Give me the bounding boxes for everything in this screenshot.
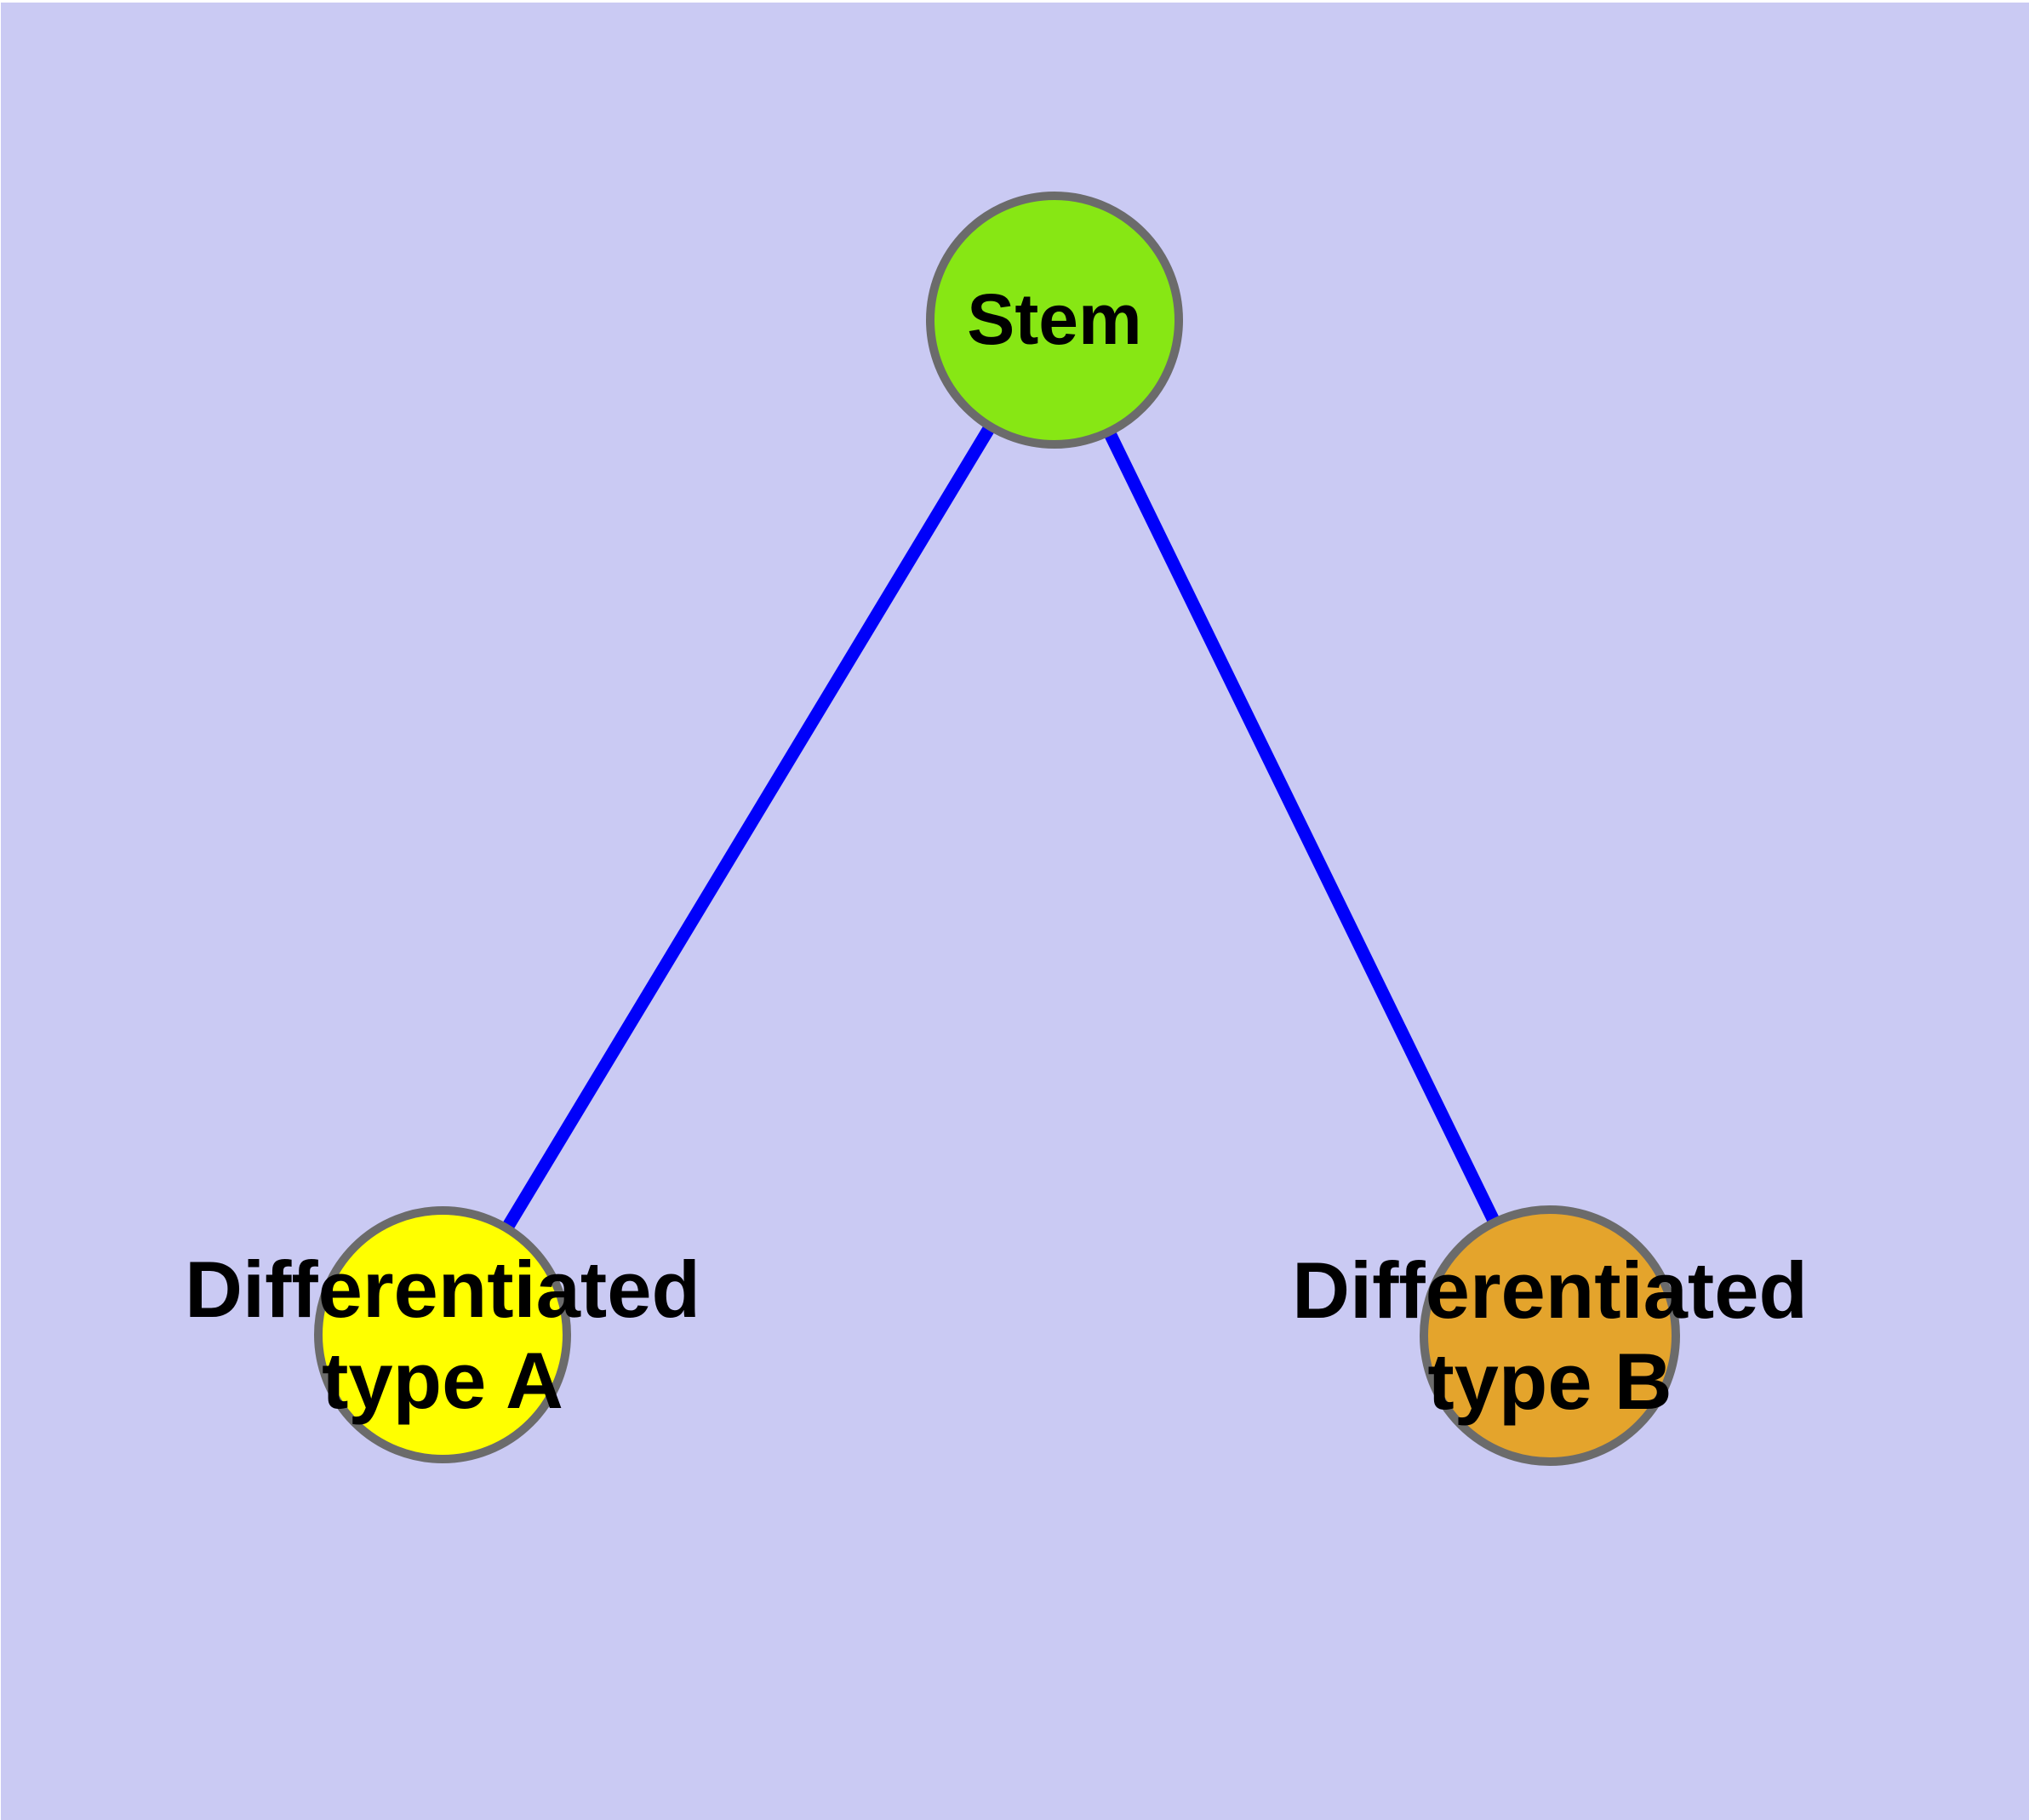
node-stem — [926, 192, 1183, 449]
graph-canvas: Stem Differentiated type A Differentiate… — [1, 3, 2029, 1820]
edge-layer — [437, 317, 1556, 1339]
node-differentiated-type-a — [314, 1206, 571, 1463]
node-differentiated-type-b — [1420, 1205, 1680, 1466]
edge-stem-to-type-a — [437, 317, 1060, 1338]
edge-stem-to-type-b — [1049, 317, 1556, 1339]
